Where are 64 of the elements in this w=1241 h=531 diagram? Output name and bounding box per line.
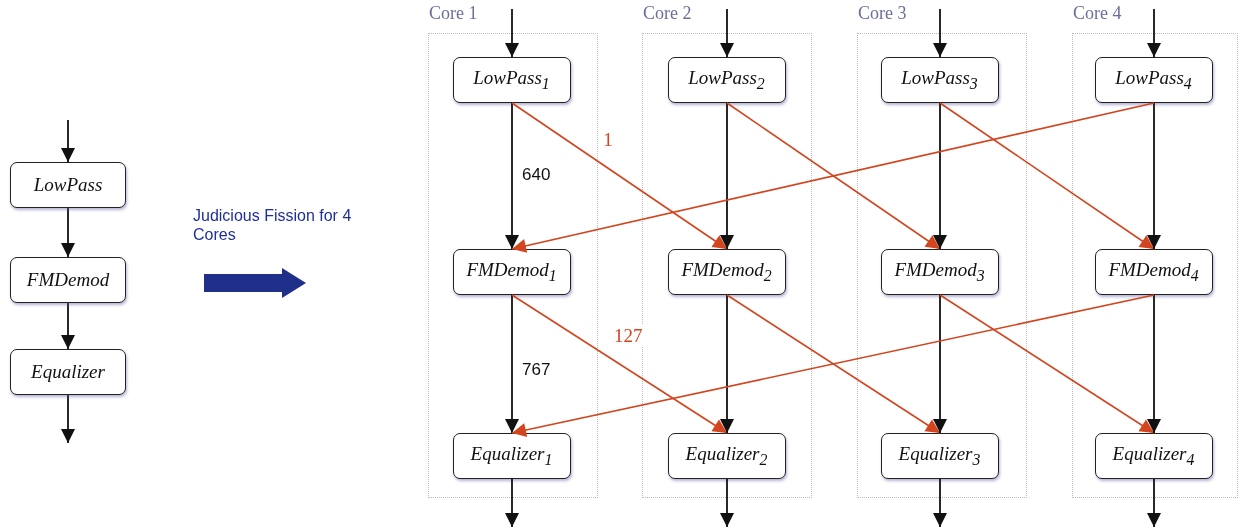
box-label: LowPass$_{2}$ (688, 66, 765, 93)
process-box (1094, 432, 1213, 479)
box-label: LowPass$_{3}$ (901, 66, 978, 93)
arrow (933, 478, 947, 528)
arrow (1147, 102, 1161, 250)
box-label: FMDemod$_{1}$ (466, 258, 557, 285)
arrow (939, 102, 1155, 250)
arrow (933, 102, 947, 250)
arrow (726, 294, 941, 434)
process-box (10, 349, 126, 395)
arrow (720, 478, 734, 528)
arrow (939, 294, 1155, 434)
arrow (720, 102, 734, 250)
box-label: LowPass$_{1}$ (473, 66, 550, 93)
box-label: Equalizer$_{3}$ (898, 442, 981, 469)
arrow (505, 102, 519, 250)
arrow (933, 8, 947, 58)
process-box (667, 432, 786, 479)
process-box (1094, 248, 1213, 295)
process-box (667, 248, 786, 295)
arrow (720, 8, 734, 58)
arrow (1147, 8, 1161, 58)
arrow (61, 207, 75, 258)
edge-label: 127 (612, 325, 645, 348)
process-box (880, 432, 999, 479)
process-box (452, 56, 571, 103)
arrow (933, 294, 947, 434)
arrow (726, 102, 941, 250)
arrow (505, 478, 519, 528)
box-label: Equalizer$_{1}$ (470, 442, 553, 469)
box-label: Equalizer (31, 361, 105, 383)
arrow (505, 294, 519, 434)
arrow (511, 102, 1155, 253)
arrow (511, 294, 728, 434)
arrow (511, 294, 1155, 437)
box-label: Equalizer$_{2}$ (685, 442, 768, 469)
box-label: Equalizer$_{4}$ (1112, 442, 1195, 469)
arrow (720, 294, 734, 434)
arrow (61, 302, 75, 350)
arrow (1147, 478, 1161, 528)
core-label: Core 3 (858, 3, 907, 24)
box-label: FMDemod$_{3}$ (894, 258, 985, 285)
arrow (511, 102, 728, 250)
process-box (10, 162, 126, 208)
transform-note: Judicious Fission for 4 Cores (193, 206, 353, 245)
arrow (1147, 294, 1161, 434)
process-box (880, 56, 999, 103)
arrow (61, 119, 75, 163)
core-label: Core 4 (1073, 3, 1122, 24)
process-box (452, 248, 571, 295)
core-label: Core 2 (643, 3, 692, 24)
box-label: FMDemod (26, 269, 110, 291)
box-label: FMDemod$_{2}$ (681, 258, 772, 285)
process-box (1094, 56, 1213, 103)
process-box (452, 432, 571, 479)
core-label: Core 1 (429, 3, 478, 24)
process-box (880, 248, 999, 295)
box-label: LowPass$_{4}$ (1115, 66, 1192, 93)
arrow (61, 394, 75, 444)
process-box (10, 257, 126, 303)
arrow (505, 8, 519, 58)
box-label: FMDemod$_{4}$ (1108, 258, 1199, 285)
box-label: LowPass (33, 174, 103, 196)
process-box (667, 56, 786, 103)
